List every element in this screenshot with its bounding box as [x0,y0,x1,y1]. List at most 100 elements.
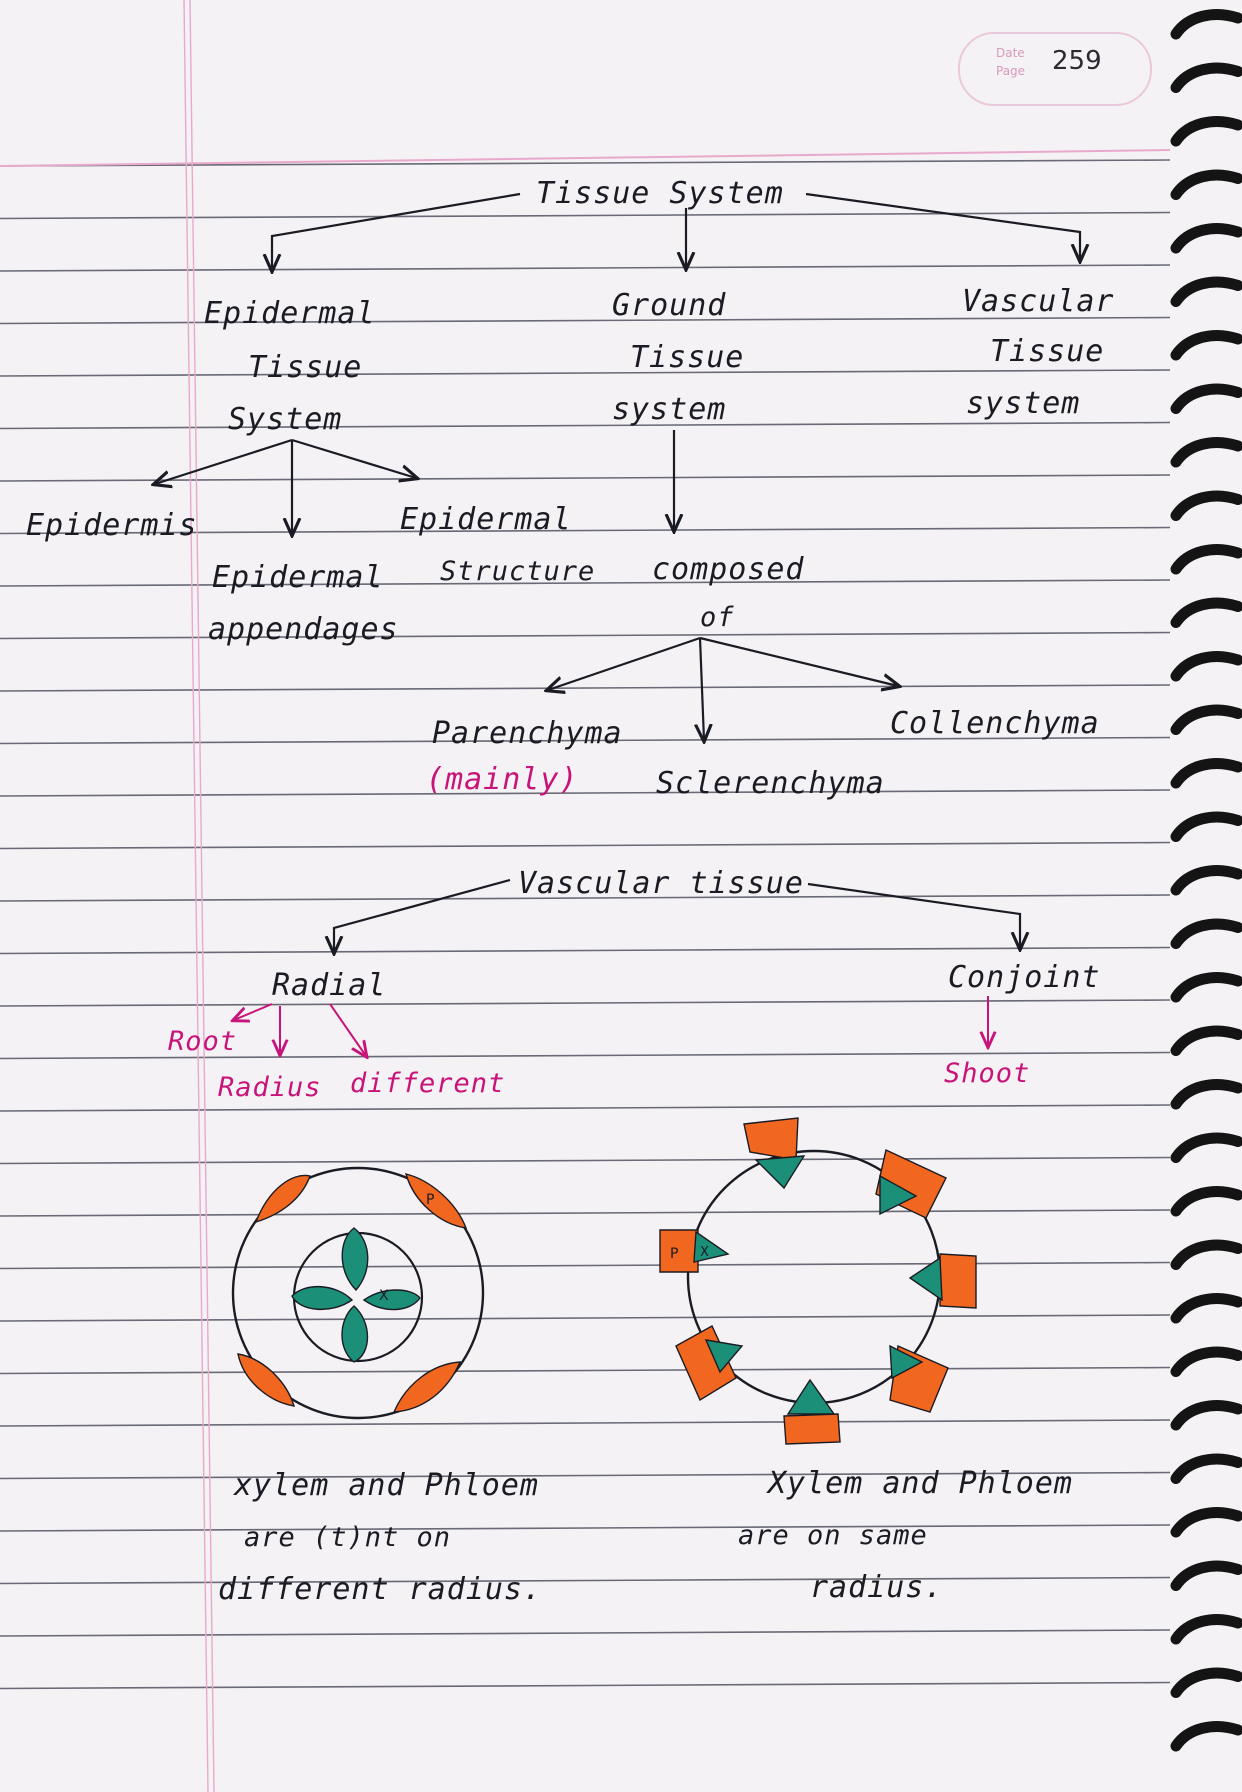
binding-coil [1170,383,1242,414]
spiral-binding [1170,9,1242,1752]
rule-line [0,421,1171,430]
binding-coil [1170,972,1242,1003]
rule-line [0,1314,1171,1322]
rule-line [0,579,1171,587]
radial-caption-line1: xylem and Phloem [234,1468,539,1503]
tissue-system-title: Tissue System [536,176,784,211]
rule-line [0,474,1171,482]
binding-coil [1170,437,1242,468]
binding-coil [1170,1507,1242,1538]
binding-coil [1170,1667,1242,1698]
binding-coil [1170,544,1242,575]
root-label: Root [168,1026,238,1057]
binding-coil [1170,169,1242,200]
conjoint-phloem-marker: P [670,1246,678,1262]
rule-line [0,946,1171,955]
shoot-label: Shoot [944,1058,1031,1089]
appendages-line1: Epidermal [212,560,384,595]
vascular-tissue-title: Vascular tissue [518,866,804,901]
conjoint-caption-line2: are on same [738,1520,928,1551]
rule-line [0,999,1171,1007]
rule-line [0,1681,1171,1690]
rule-line [0,736,1171,745]
binding-coil [1170,490,1242,521]
radial-phloem-marker: P [426,1192,434,1208]
rule-line [0,1471,1171,1480]
radial-caption-line3: different radius. [218,1572,543,1607]
left-margin-line [189,0,215,1792]
left-margin-line [183,0,209,1792]
binding-coil [1170,1239,1242,1270]
binding-coil [1170,1346,1242,1377]
rule-line [0,1156,1171,1165]
radial-phloem-patches [237,1173,468,1413]
conjoint-xylem-marker: X [700,1245,709,1260]
page-label: Page [996,64,1026,78]
binding-coil [1170,1614,1242,1645]
radial-xylem-marker: X [379,1288,389,1304]
binding-coil [1170,1186,1242,1217]
binding-coil [1170,9,1242,40]
rule-line [0,894,1171,902]
date-label: Date [996,46,1025,60]
radial-bundle-diagram: P X [231,1166,485,1420]
binding-coil [1170,116,1242,147]
ground-branch-line2: Tissue [630,340,745,375]
radial-xylem-petals [291,1227,421,1363]
binding-coil [1170,1721,1242,1752]
binding-coil [1170,1132,1242,1163]
different-label: different [350,1068,506,1099]
radial-label: Radial [272,968,387,1003]
binding-coil [1170,704,1242,735]
binding-coil [1170,1025,1242,1056]
rule-line [0,1576,1171,1585]
radial-outer-ring [231,1166,485,1420]
top-margin-line [0,149,1171,167]
page-number: 259 [1052,46,1102,76]
conjoint-caption-line1: Xylem and Phloem [768,1466,1073,1501]
binding-coil [1170,651,1242,682]
structure-line2: Structure [440,556,596,587]
parenchyma-label: Parenchyma [432,716,623,751]
binding-coil [1170,62,1242,93]
epidermal-branch-line1: Epidermal [204,296,376,331]
composed-label: composed [652,552,805,587]
radial-conjoint-pink-arrows [234,996,988,1056]
ground-branch-line1: Ground [612,288,727,323]
sclerenchyma-label: Sclerenchyma [656,766,885,801]
binding-coil [1170,223,1242,254]
epidermis-label: Epidermis [26,508,198,543]
conjoint-label: Conjoint [948,960,1101,995]
binding-coil [1170,1560,1242,1591]
tissue-system-arrows [155,192,1080,740]
conjoint-caption-line3: radius. [810,1570,944,1605]
composed-of-label: of [700,602,735,633]
appendages-line2: appendages [208,612,399,647]
radial-caption-line2: are (t)nt on [244,1522,452,1553]
rule-line [0,1209,1171,1217]
vascular-branch-line3: system [966,386,1081,421]
structure-line1: Epidermal [400,502,572,537]
binding-coil [1170,1079,1242,1110]
rule-line [0,1629,1171,1637]
rule-line [0,1366,1171,1375]
radius-label: Radius [218,1072,322,1103]
rule-line [0,526,1171,535]
ground-branch-line3: system [612,392,727,427]
rule-line [0,1419,1171,1427]
date-page-box [958,32,1152,106]
rule-line [0,159,1171,167]
rule-line [0,264,1171,272]
epidermal-branch-line2: Tissue [248,350,363,385]
binding-coil [1170,865,1242,896]
parenchyma-mainly-note: (mainly) [426,762,579,797]
binding-coil [1170,1400,1242,1431]
rule-line [0,1524,1171,1532]
binding-coil [1170,811,1242,842]
binding-coil [1170,918,1242,949]
rule-line [0,631,1171,640]
vascular-branch-line2: Tissue [990,334,1105,369]
conjoint-vascular-bundles [659,1117,977,1445]
